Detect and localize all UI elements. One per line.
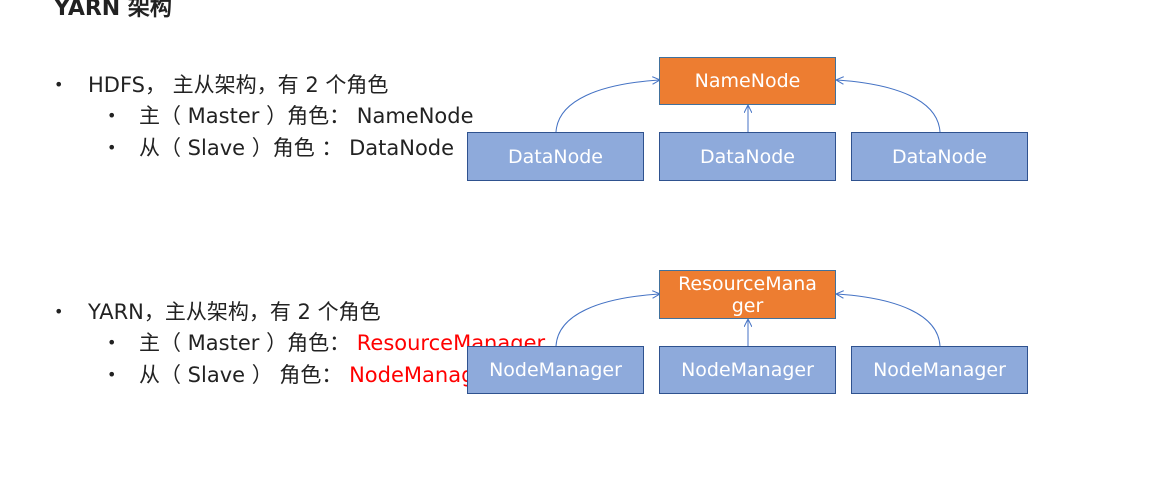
hdfs-main-line: HDFS， 主从架构，有 2 个角色 bbox=[88, 73, 389, 97]
bullet: • bbox=[107, 333, 117, 352]
nodemanager-box: NodeManager bbox=[659, 346, 836, 394]
yarn-slave-prefix: 从（ Slave ） 角色： bbox=[139, 363, 343, 387]
yarn-master-line: 主（ Master ）角色： ResourceManager bbox=[139, 330, 545, 356]
namenode-box: NameNode bbox=[659, 57, 836, 105]
bullet: • bbox=[107, 106, 117, 125]
hdfs-slave-line: 从（ Slave ）角色 ： DataNode bbox=[139, 135, 454, 161]
nodemanager-box: NodeManager bbox=[467, 346, 644, 394]
hdfs-slave-prefix: 从（ Slave ）角色 ： bbox=[139, 136, 343, 160]
resourcemanager-label-line1: ResourceMana bbox=[678, 272, 817, 295]
resourcemanager-label-line2: ger bbox=[731, 294, 764, 317]
datanode-box: DataNode bbox=[851, 132, 1028, 181]
bullet: • bbox=[54, 75, 64, 94]
hdfs-master-value: NameNode bbox=[356, 104, 474, 128]
hdfs-slave-value: DataNode bbox=[349, 136, 455, 160]
hdfs-master-line: 主（ Master ）角色： NameNode bbox=[139, 103, 474, 129]
bullet: • bbox=[54, 302, 64, 321]
arrow-right-datanode-to-namenode bbox=[837, 80, 941, 133]
hdfs-master-prefix: 主（ Master ）角色： bbox=[139, 104, 351, 128]
resourcemanager-box: ResourceMana ger bbox=[659, 270, 836, 319]
arrow-right-nodemanager-to-rm bbox=[837, 294, 941, 347]
yarn-master-prefix: 主（ Master ）角色： bbox=[139, 331, 351, 355]
bullet: • bbox=[107, 365, 117, 384]
datanode-box: DataNode bbox=[467, 132, 644, 181]
datanode-box: DataNode bbox=[659, 132, 836, 181]
arrow-left-datanode-to-namenode bbox=[555, 80, 659, 133]
arrow-left-nodemanager-to-rm bbox=[555, 294, 659, 347]
nodemanager-box: NodeManager bbox=[851, 346, 1028, 394]
page-title: YARN 架构 bbox=[54, 0, 172, 21]
bullet: • bbox=[107, 138, 117, 157]
yarn-main-line: YARN，主从架构，有 2 个角色 bbox=[88, 300, 381, 324]
